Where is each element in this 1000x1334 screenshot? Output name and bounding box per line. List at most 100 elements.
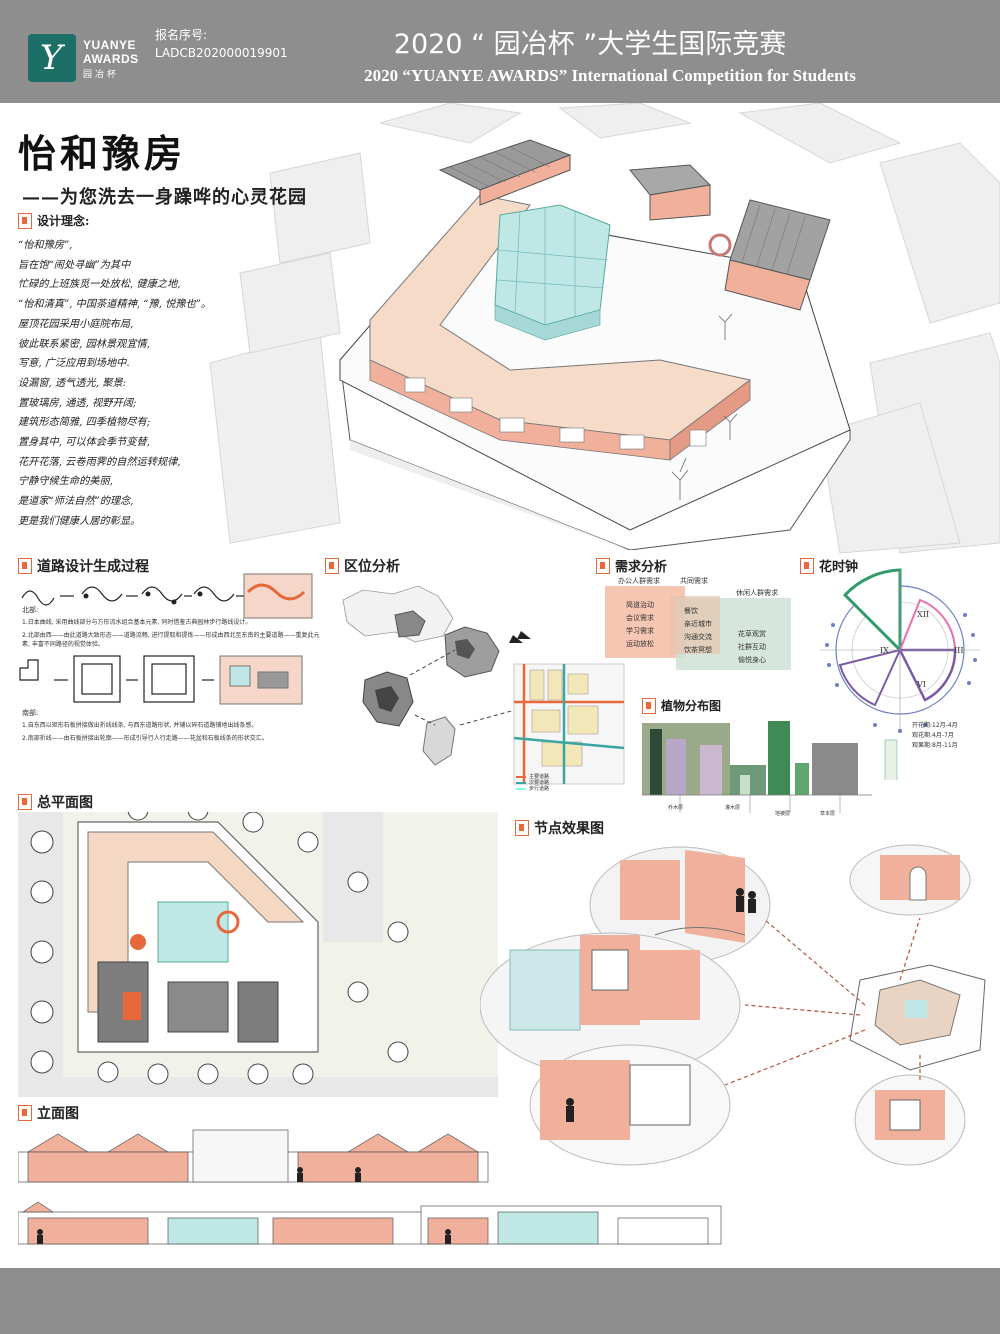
road-design-heading: 道路设计生成过程: [18, 556, 149, 576]
concept-line: 是道家“师法自然”的理念,: [18, 496, 134, 508]
header-bar: Y YUANYE AWARDS 园冶杯 报名序号: LADCB202000019…: [0, 0, 1000, 103]
concept-line: 建筑形态简雅, 四季植物尽有;: [18, 417, 151, 429]
section-marker-icon: [18, 1105, 32, 1121]
office-item: 简道治动: [626, 601, 654, 609]
clock-numeral-12: XII: [917, 610, 930, 619]
master-plan-heading-text: 总平面图: [37, 795, 93, 811]
location-heading-text: 区位分析: [344, 559, 400, 575]
demand-heading-text: 需求分析: [615, 560, 668, 575]
rooftop-garden-axonometric: [339, 139, 851, 550]
plant-label: 草本层: [820, 811, 836, 817]
road-south-note-2: 2.南部折线——由石板拼接出轮廓——形成引导行人行走路——花盆和石板线条的形状交…: [22, 735, 268, 742]
section-marker-icon: [18, 794, 32, 810]
road-design-heading-text: 道路设计生成过程: [37, 559, 149, 575]
clock-numeral-9: IX: [880, 646, 889, 655]
section-marker-icon: [325, 558, 339, 574]
leisure-group-label: 休闲人群需求: [736, 589, 778, 597]
office-item: 运动放松: [626, 640, 654, 648]
legend-road-b: 次要道路: [529, 780, 550, 786]
section-marker-icon: [596, 557, 610, 574]
concept-line: 写意, 广泛应用到场地中.: [18, 358, 130, 370]
concept-text: “怡和豫房”, 旨在饱“闹处寻幽”为其中 忙碌的上班族觅一处放松, 健康之地, …: [18, 236, 278, 532]
section-marker-icon: [18, 212, 32, 229]
office-item: 学习需求: [626, 627, 654, 635]
project-title: 怡和豫房: [18, 131, 187, 176]
city-background-drawing: [209, 103, 1000, 554]
project-subtitle: ——为您洗去一身躁哗的心灵花园: [22, 187, 307, 208]
flower-clock-heading: 花时钟: [800, 556, 858, 575]
shared-item: 沟通交流: [684, 633, 712, 641]
road-north-note-2: 2.北部由西——由此道路大致形态——道路流畅, 进行提取和提炼——形成由西北至东…: [22, 632, 320, 648]
plant-distribution-heading: 植物分布图: [642, 697, 721, 714]
yuanye-logo: Y YUANYE AWARDS 园冶杯: [28, 34, 143, 82]
logo-text-line1: YUANYE: [83, 38, 137, 52]
legend-road-a: 主要道路: [529, 774, 550, 780]
site-road-map: [513, 663, 625, 790]
clock-legend: 开花期:12月-4月: [912, 722, 958, 729]
concept-line: 旨在饱“闹处寻幽”为其中: [18, 259, 131, 271]
section-marker-icon: [800, 557, 814, 574]
location-analysis-maps: [342, 585, 531, 766]
flower-clock-heading-text: 花时钟: [819, 560, 859, 575]
concept-heading-text: 设计理念:: [37, 214, 90, 228]
logo-mark-icon: Y: [28, 34, 76, 82]
legend-road-c: 步行道路: [529, 786, 550, 792]
road-south-label: 南部:: [22, 709, 39, 717]
registration-label: 报名序号:: [155, 28, 208, 42]
section-marker-icon: [515, 820, 529, 836]
plant-label: 灌木层: [725, 805, 741, 811]
logo-text-line2: AWARDS: [83, 52, 139, 66]
concept-heading: 设计理念:: [18, 212, 89, 229]
road-north-note-1: 1.日本曲线, 采用曲线部分与方形流水组合基本元素, 同时借鉴古典园林步行路线设…: [22, 619, 252, 626]
shared-item: 亲近城市: [684, 620, 712, 628]
section-marker-icon: [642, 697, 656, 714]
clock-numeral-3: III: [954, 646, 964, 655]
competition-title-en: 2020 “YUANYE AWARDS” International Compe…: [364, 66, 856, 85]
registration-number: LADCB202000019901: [155, 46, 288, 60]
section-marker-icon: [18, 558, 32, 574]
road-north-label: 北部:: [22, 606, 39, 614]
elevation-heading-text: 立面图: [37, 1106, 79, 1122]
concept-line: 置玻璃房, 通透, 视野开阔;: [18, 397, 137, 409]
shared-item: 餐饮: [684, 607, 698, 615]
logo-text-cn: 园冶杯: [83, 70, 120, 80]
concept-line: 宁静守候生命的美丽,: [18, 476, 113, 488]
clock-legend: 观果期:8月-11月: [912, 742, 958, 749]
clock-numeral-6: VI: [917, 680, 926, 689]
office-item: 会议需求: [626, 614, 654, 622]
shared-demand-box: [670, 596, 720, 654]
flower-clock-diagram: [820, 568, 980, 780]
office-group-label: 办公人群需求: [618, 577, 660, 585]
leisure-item: 社群互动: [738, 643, 766, 651]
plant-label: 乔木层: [668, 805, 684, 811]
shared-item: 饮茶冥想: [684, 646, 712, 654]
shared-group-label: 共同需求: [680, 577, 708, 585]
concept-line: “怡和清真”, 中国茶道精神, “豫, 悦豫也”。: [18, 299, 212, 311]
concept-line: 花开花落, 云卷雨霁的自然运转规律,: [18, 456, 181, 468]
plant-distribution-chart: [642, 721, 872, 813]
plant-distribution-heading-text: 植物分布图: [661, 699, 722, 713]
elevation-drawings: [18, 1129, 722, 1245]
node-renderings-heading: 节点效果图: [515, 818, 604, 838]
elevation-heading: 立面图: [18, 1103, 79, 1123]
concept-line: “怡和豫房”,: [18, 240, 73, 251]
leisure-item: 花草观赏: [738, 630, 766, 638]
competition-title-cn: 2020 “ 园冶杯 ”大学生国际竞赛: [393, 29, 787, 60]
concept-line: 忙碌的上班族觅一处放松, 健康之地,: [18, 279, 181, 291]
concept-line: 设漏窗, 透气透光, 聚景:: [18, 377, 127, 389]
leisure-item: 愉悦身心: [738, 656, 766, 664]
footer-bar: [0, 1268, 1000, 1334]
location-heading: 区位分析: [325, 556, 400, 576]
plant-label: 地被层: [775, 811, 791, 817]
master-plan-heading: 总平面图: [18, 792, 93, 812]
master-plan-drawing: [18, 812, 498, 1097]
concept-line: 更是我们健康人居的彰显。: [18, 515, 141, 527]
concept-line: 置身其中, 可以体会季节变替,: [18, 437, 150, 449]
concept-line: 彼此联系紧密, 园林景观宜情,: [18, 338, 150, 350]
road-design-diagrams: [19, 573, 313, 705]
node-renderings-heading-text: 节点效果图: [534, 821, 604, 837]
node-renderings: [480, 844, 986, 1166]
concept-line: 屋顶花园采用小庭院布局,: [18, 318, 134, 330]
clock-legend: 观花期:4月-7月: [912, 732, 954, 739]
road-south-note-1: 1.自东西以矩形石板拼接做出折线线条, 与西东道路形状, 并辅以碎石道路铺地出线…: [22, 722, 258, 729]
